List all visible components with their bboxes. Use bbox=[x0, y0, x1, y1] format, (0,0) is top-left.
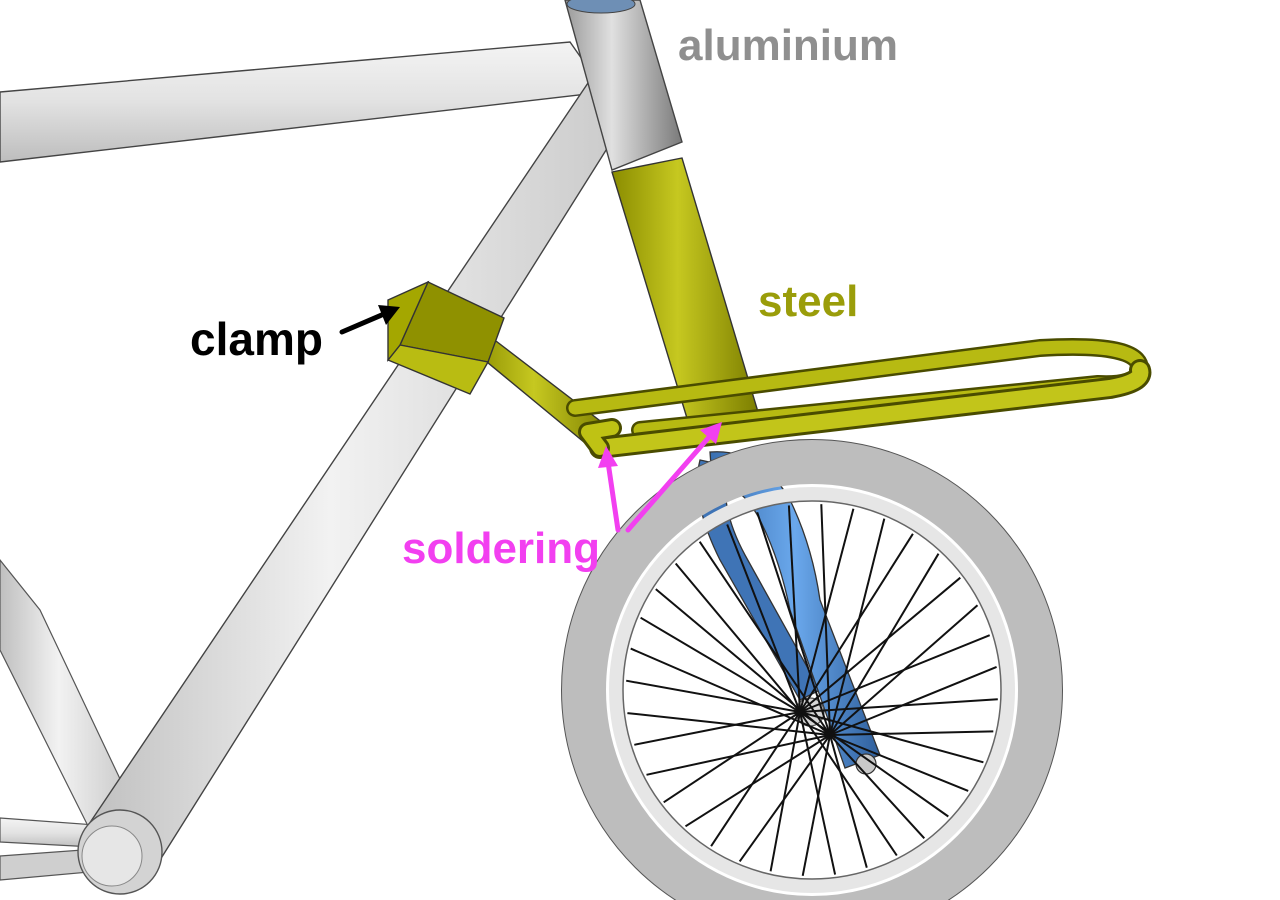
head-tube-cap bbox=[566, 0, 636, 14]
clamp-arrow bbox=[339, 305, 400, 335]
spoke bbox=[738, 734, 831, 862]
down-tube bbox=[83, 78, 631, 861]
tire bbox=[562, 440, 1062, 900]
spoke bbox=[646, 734, 831, 776]
spoke bbox=[626, 679, 801, 713]
spoke bbox=[630, 647, 831, 736]
front-wheel bbox=[561, 439, 1063, 900]
aluminium-frame bbox=[0, 0, 683, 895]
spoke bbox=[829, 734, 926, 839]
spoke bbox=[829, 734, 969, 792]
spoke bbox=[799, 634, 991, 713]
spoke bbox=[684, 734, 831, 828]
head-tube bbox=[564, 0, 683, 171]
spoke bbox=[787, 505, 801, 713]
spoke bbox=[627, 712, 831, 736]
spoke bbox=[799, 711, 898, 857]
spoke bbox=[829, 730, 994, 736]
rim bbox=[609, 487, 1015, 893]
spoke bbox=[799, 711, 984, 764]
spoke bbox=[698, 541, 831, 736]
steel-rack bbox=[468, 157, 1152, 459]
bottom-bracket-face bbox=[81, 825, 143, 887]
top-tube bbox=[0, 41, 607, 163]
annotation-arrows bbox=[339, 305, 722, 533]
spoke bbox=[799, 508, 855, 713]
steel-label: steel bbox=[758, 277, 859, 326]
spoke bbox=[674, 562, 801, 713]
spoke bbox=[829, 734, 868, 868]
spoke bbox=[799, 576, 961, 713]
spoke bbox=[829, 518, 886, 736]
soldering-arrow-right bbox=[625, 422, 722, 533]
spoke bbox=[799, 698, 998, 713]
clamp-label: clamp bbox=[190, 313, 323, 365]
spoke bbox=[829, 553, 940, 736]
spoke bbox=[820, 504, 831, 736]
spoke bbox=[799, 711, 837, 875]
clamp bbox=[386, 280, 505, 395]
spoke bbox=[634, 711, 801, 746]
spoke bbox=[710, 711, 801, 847]
spoke bbox=[769, 711, 801, 872]
spokes bbox=[626, 504, 998, 876]
soldering-label: soldering bbox=[402, 524, 601, 573]
spoke bbox=[799, 533, 914, 713]
spoke bbox=[801, 734, 831, 876]
seat-tube bbox=[0, 559, 131, 831]
spoke bbox=[726, 524, 801, 713]
spoke bbox=[829, 665, 997, 736]
aluminium-label: aluminium bbox=[678, 21, 899, 70]
clamp-band-top bbox=[387, 280, 430, 362]
spoke bbox=[640, 616, 801, 713]
soldering-arrow-left bbox=[598, 446, 621, 533]
